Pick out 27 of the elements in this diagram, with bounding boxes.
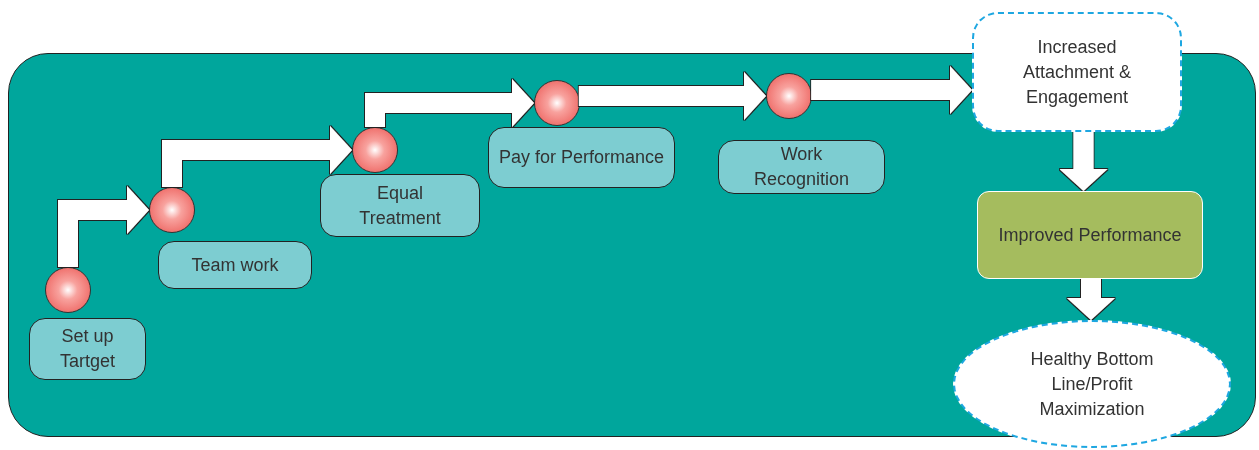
node-label: Equal Treatment <box>358 181 442 230</box>
block-arrow <box>1059 132 1108 191</box>
block-arrow <box>578 72 766 120</box>
node-label: Increased Attachment & Engagement <box>1021 35 1133 109</box>
ball-icon <box>534 80 580 126</box>
step-box <box>488 127 675 188</box>
step-box <box>29 318 146 380</box>
step-box <box>718 140 885 194</box>
ball-icon <box>766 73 812 119</box>
block-arrow <box>811 66 972 114</box>
ball-icon <box>149 187 195 233</box>
block-arrow <box>162 126 352 187</box>
block-arrow <box>1067 279 1115 320</box>
node-label: Set up Tartget <box>59 325 116 373</box>
node-label: Team work <box>190 253 280 277</box>
block-arrow <box>365 79 534 127</box>
ball-icon <box>352 127 398 173</box>
step-box <box>158 241 312 289</box>
node-label: Pay for Performance <box>497 146 666 169</box>
node-label: Work Recognition <box>752 143 851 191</box>
outcome-box <box>977 191 1203 279</box>
block-arrow <box>58 186 149 267</box>
outcome-box <box>972 12 1182 132</box>
step-box <box>320 174 480 237</box>
node-label: Improved Performance <box>997 223 1183 247</box>
ball-icon <box>45 267 91 313</box>
node-label: Healthy Bottom Line/Profit Maximization <box>1029 347 1155 421</box>
